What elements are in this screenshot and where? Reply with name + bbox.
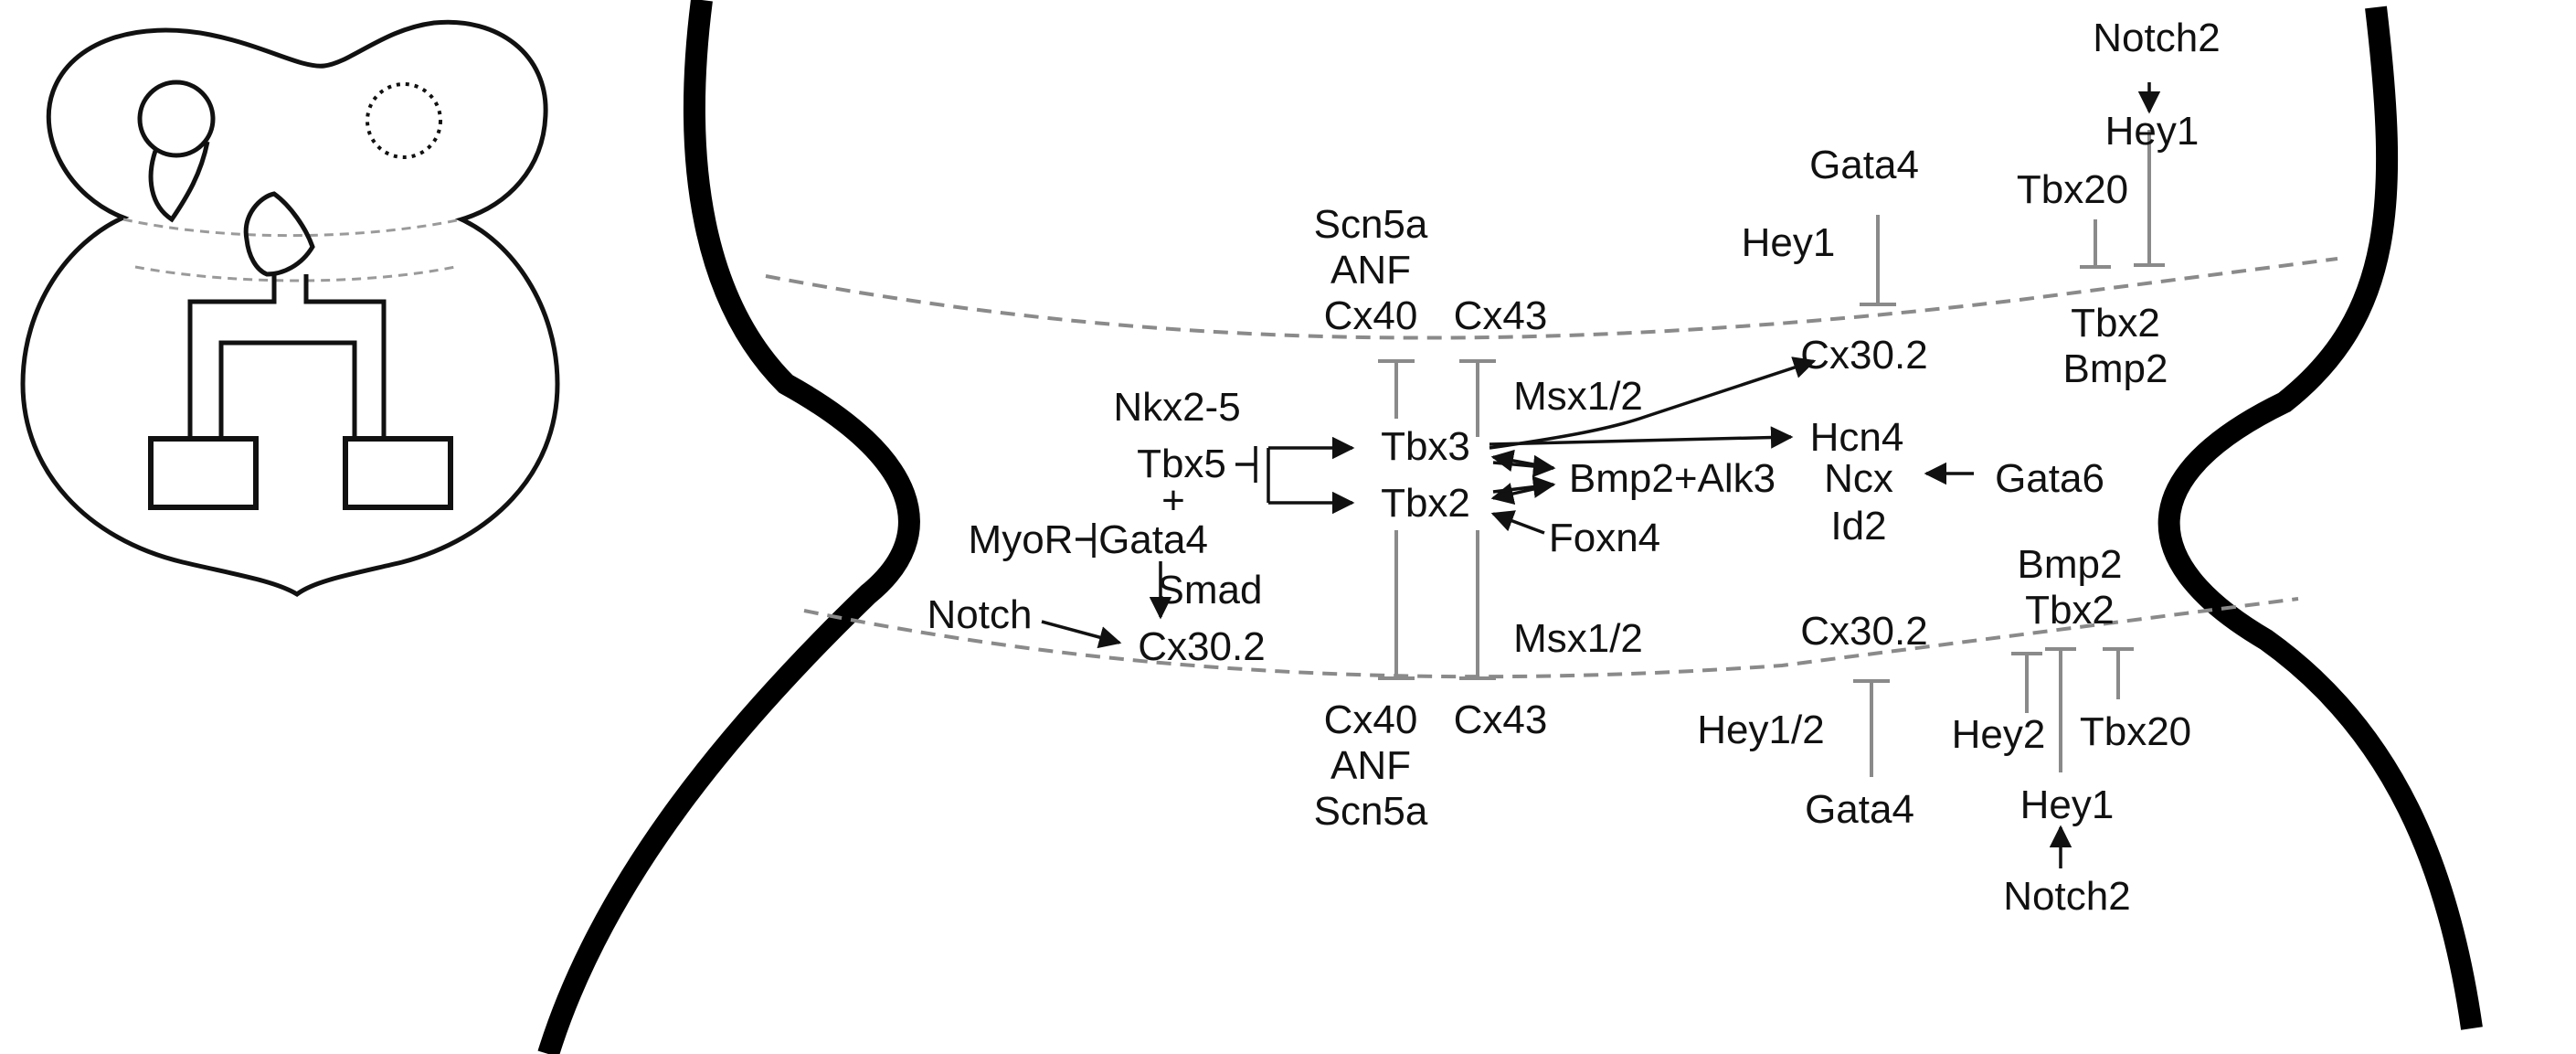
label-scn5a-bottom: Scn5a	[1314, 789, 1428, 834]
av-groove-upper	[122, 218, 462, 238]
label-hey12: Hey1/2	[1697, 708, 1824, 752]
label-gata4-mid: Gata4	[1098, 517, 1208, 562]
bundle-branch-inner	[218, 340, 357, 439]
hey1-to-tbx2-inhibition	[2134, 130, 2165, 267]
label-tbx3: Tbx3	[1381, 424, 1470, 469]
label-bmp2-alk3: Bmp2+Alk3	[1569, 456, 1776, 501]
label-smad: Smad	[1158, 568, 1263, 612]
label-foxn4: Foxn4	[1549, 516, 1660, 560]
label-top-hey1-left: Hey1	[1742, 220, 1836, 265]
left-ventricle-box	[148, 436, 259, 510]
notch-to-cx30-arrow	[1041, 620, 1122, 649]
label-top-tbx2: Tbx2	[2071, 301, 2160, 346]
hey2-to-tbx2-bottom-inhibition	[2011, 652, 2042, 713]
upper-boundary	[765, 257, 2338, 340]
gata4-to-cx30-inhibition	[1860, 215, 1896, 306]
tbx20-to-tbx2-inhibition	[2080, 219, 2111, 269]
tbx2-bmp2-arrow	[1492, 475, 1556, 498]
left-heart-wall	[537, 0, 920, 1054]
sinoatrial-node	[137, 80, 216, 158]
tbx3-to-hcn4-arrow	[1489, 426, 1794, 449]
label-myor: MyoR	[969, 517, 1074, 562]
label-msx-bottom: Msx1/2	[1513, 616, 1643, 661]
heart-outline	[20, 19, 560, 598]
av-groove-lower	[134, 265, 456, 282]
msx-to-cx43-bottom-inhibition	[1459, 530, 1496, 680]
activation-connectors	[1041, 82, 2161, 868]
label-top-hey1: Hey1	[2105, 109, 2200, 154]
label-cx40-bottom: Cx40	[1324, 697, 1418, 742]
right-heart-wall	[2157, 5, 2483, 1030]
label-cx30-2-bottom: Cx30.2	[1800, 609, 1927, 654]
gene-labels: Notch2 Hey1 Tbx20 Gata4 Hey1 Tbx2 Bmp2 C…	[928, 16, 2221, 919]
label-cx40-top: Cx40	[1324, 293, 1418, 338]
label-tbx20-bottom: Tbx20	[2080, 709, 2191, 754]
tbx3-bmp2-arrow	[1492, 454, 1556, 478]
label-anf-bottom: ANF	[1330, 743, 1411, 788]
label-gata6: Gata6	[1995, 456, 2104, 501]
tbx3-to-cx40-top-inhibition	[1378, 359, 1415, 419]
label-tbx2-mid: Tbx2	[1381, 481, 1470, 526]
label-nkx: Nkx2-5	[1113, 385, 1240, 430]
his-bundle	[187, 274, 387, 439]
label-top-cx30-2: Cx30.2	[1800, 333, 1927, 378]
label-tbx5: Tbx5	[1137, 442, 1226, 486]
label-top-tbx20: Tbx20	[2017, 167, 2128, 212]
label-notch: Notch	[928, 592, 1033, 637]
tbx2-to-cx40-bottom-inhibition	[1378, 530, 1415, 680]
lower-boundary	[803, 597, 2299, 679]
dotted-node	[366, 82, 442, 159]
inhibition-connectors	[1378, 130, 2165, 777]
label-top-notch2: Notch2	[2093, 16, 2220, 60]
heart-inset	[20, 19, 560, 598]
label-scn5a-top: Scn5a	[1314, 202, 1428, 247]
label-top-bmp2: Bmp2	[2063, 346, 2168, 391]
foxn4-to-tbx2-arrow	[1490, 510, 1545, 535]
msx-to-cx43-top-inhibition	[1459, 359, 1496, 437]
label-tbx2-bottom: Tbx2	[2025, 588, 2115, 633]
label-hcn4: Hcn4	[1810, 415, 1904, 460]
tbx5-repression-bar	[1235, 446, 1257, 483]
label-notch2-bottom: Notch2	[2003, 874, 2130, 919]
label-bmp2-bottom: Bmp2	[2018, 542, 2123, 587]
label-cx43-bottom: Cx43	[1454, 697, 1548, 742]
label-id2: Id2	[1830, 504, 1886, 548]
tbx20-to-tbx2-bottom-inhibition	[2103, 647, 2134, 699]
label-cx43-top: Cx43	[1454, 293, 1548, 338]
av-node	[243, 191, 315, 277]
label-gata4-bottom: Gata4	[1805, 787, 1914, 832]
sinoatrial-tail	[148, 141, 210, 223]
label-hey1-bottom: Hey1	[2020, 783, 2115, 827]
label-top-gata4: Gata4	[1809, 143, 1919, 187]
label-cx30-2-left: Cx30.2	[1138, 624, 1265, 669]
label-ncx: Ncx	[1824, 456, 1893, 501]
right-ventricle-box	[343, 436, 453, 510]
label-anf-top: ANF	[1330, 248, 1411, 293]
label-hey2: Hey2	[1952, 712, 2046, 757]
gata4-to-cx30-bottom-inhibition	[1853, 679, 1890, 777]
hey1-to-bmp2-bottom-inhibition	[2045, 647, 2076, 772]
label-msx-top: Msx1/2	[1513, 374, 1643, 419]
label-plus: +	[1161, 478, 1185, 523]
myor-repression	[1076, 523, 1096, 558]
